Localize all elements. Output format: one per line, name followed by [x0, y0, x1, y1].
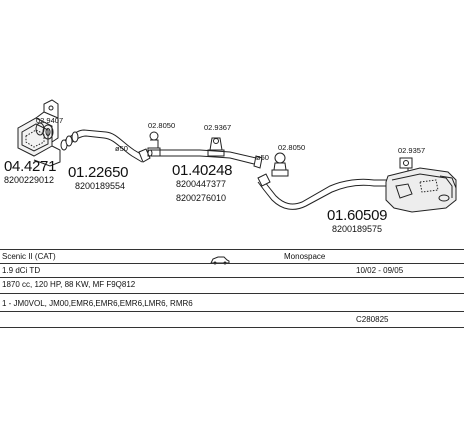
part-number-label: 02.9367	[204, 123, 232, 132]
rear-silencer	[257, 167, 457, 213]
oe-number-label: 8200229012	[4, 175, 55, 185]
catalytic-converter	[17, 99, 61, 167]
part-number-label: 02.8050	[148, 121, 176, 130]
diameter-label: ø50	[115, 144, 128, 153]
table-divider	[0, 263, 464, 264]
table-divider	[0, 277, 464, 278]
engine: 1.9 dCi TD	[2, 266, 41, 275]
oe-number-label: 8200189554	[75, 181, 126, 191]
table-divider	[0, 327, 464, 328]
model-codes: 1 - JM0VOL, JM00,EMR6,EMR6,EMR6,LMR6, RM…	[2, 299, 193, 308]
part-number-label: 02.8050	[278, 143, 306, 152]
part-number-label: 01.22650	[68, 164, 129, 181]
exhaust-system-diagram	[17, 99, 457, 213]
flange-gasket-1	[35, 122, 54, 140]
clamp-icon-3	[271, 152, 289, 177]
intermediate-pipe	[147, 149, 263, 169]
production-years: 10/02 - 09/05	[356, 266, 404, 275]
body-type: Monospace	[284, 252, 326, 261]
front-pipe	[60, 129, 151, 163]
oe-number-label: 8200447377	[176, 179, 227, 189]
car-body-icon	[210, 252, 230, 265]
table-divider	[0, 249, 464, 250]
oe-number-label: 8200189575	[332, 224, 383, 234]
diagram-code: C280825	[356, 315, 389, 324]
part-number-label: 01.60509	[327, 207, 388, 224]
vehicle-model: Scenic II (CAT)	[2, 252, 56, 261]
table-divider	[0, 293, 464, 294]
part-number-label: 02.9407	[36, 116, 64, 125]
oe-number-label: 8200276010	[176, 193, 227, 203]
part-number-label: 01.40248	[172, 162, 233, 179]
engine-spec: 1870 cc, 120 HP, 88 KW, MF F9Q812	[2, 280, 136, 289]
clamp-icon-2	[207, 137, 225, 157]
table-divider	[0, 311, 464, 312]
part-number-label: 04.4271	[4, 158, 57, 175]
diameter-label: ø50	[256, 153, 269, 162]
part-number-label: 02.9357	[398, 146, 426, 155]
